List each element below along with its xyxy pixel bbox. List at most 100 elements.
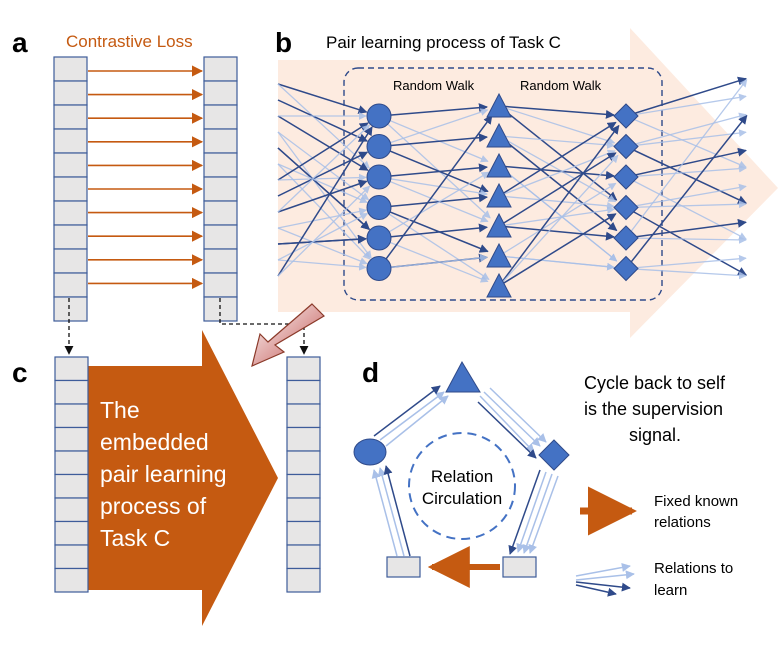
network-edge [277,173,367,182]
a-right-cell [203,224,238,250]
network-edge [498,213,617,287]
network-edge [277,131,372,259]
network-edge [625,147,747,178]
panel-c-arrow-text-3: pair learning [100,461,227,487]
cycle-edge [385,395,449,447]
network-edge [625,115,747,169]
network-edge [378,115,491,219]
diamond-node [613,164,639,190]
network-edge [378,176,488,197]
panel-c-arrow-text-2: embedded [100,429,209,455]
network-edge [378,206,490,280]
network-edge [625,114,748,269]
a-left-cell [53,248,88,274]
network-edge [277,122,369,181]
network-edge [625,76,747,117]
diamond-node [613,133,639,160]
diamond-node [613,194,639,221]
cycle-edge [508,469,541,555]
panel-a-left-column [53,56,88,322]
panel-b: b Pair learning process of Task C Random… [275,27,778,338]
network-edge [498,225,615,241]
a-left-cell [53,56,88,82]
c-right-cell [286,403,321,429]
panel-b-dashed-box [343,67,663,301]
panel-c-left-column [54,356,89,593]
triangle-node [486,272,512,298]
caption-line-2: is the supervision [584,399,723,419]
c-left-cell [54,544,89,570]
panel-a-letter: a [12,27,28,58]
relation-circulation-circle [408,432,516,540]
network-edge [498,195,615,210]
cycle-edge [379,391,445,441]
panel-c-right-column [286,356,321,593]
network-edge [625,267,747,280]
c-left-cell [54,379,89,405]
c-left-cell [54,403,89,429]
network-edge [277,126,373,277]
network-edge [378,133,488,148]
panel-b-big-arrow [278,28,778,338]
c-right-cell [286,356,321,382]
c-right-cell [286,450,321,476]
network-edge [378,114,493,269]
a-right-cell [203,272,238,298]
cycle-edge [522,473,553,554]
c-right-cell [286,544,321,570]
network-edge [625,183,747,209]
network-edge [498,165,618,262]
a-left-cell [53,104,88,130]
network-edge [378,176,489,223]
network-edge [498,105,616,145]
triangle-node [486,152,512,178]
network-edge [378,108,489,148]
network-edge [625,164,747,178]
network-edge [625,200,747,209]
network-edge [277,151,369,197]
random-walk-label-1: Random Walk [393,78,475,93]
a-left-cell [53,296,88,322]
circle-node [366,195,392,220]
panel-a: a Contrastive Loss [12,27,238,322]
network-edge [625,218,747,239]
panel-c-arrow-text-1: The [100,397,140,423]
network-edge [498,121,617,197]
triangle-node [486,242,512,268]
network-edge [625,78,748,239]
panel-d-edges [371,385,559,557]
panel-c: c The embedded pair learning process of … [12,330,321,626]
network-edge [498,165,615,180]
d-diamond-node [538,439,570,471]
circle-node [366,256,392,281]
panel-a-right-column [203,56,238,322]
center-label-2: Circulation [422,489,502,508]
cycle-edge [489,387,547,443]
network-edge [498,135,618,232]
network-edge [277,179,368,213]
a-right-cell [203,80,238,106]
panel-b-title: Pair learning process of Task C [326,33,561,52]
panel-b-letter: b [275,27,292,58]
network-edge [498,152,617,227]
legend-learn-line-1: Relations to [654,560,733,577]
network-edge [625,206,748,276]
d-box-node-left [386,556,421,578]
a-right-cell [203,128,238,154]
panel-d-letter: d [362,357,379,388]
network-edge [625,254,747,270]
d-box-node-right [502,556,537,578]
network-edge [378,223,488,239]
triangle-node [486,92,512,118]
network-edge [277,147,370,230]
triangle-node [486,122,512,148]
c-left-cell [54,473,89,499]
random-walk-label-2: Random Walk [520,78,602,93]
panel-a-title: Contrastive Loss [66,32,193,51]
a-left-cell [53,152,88,178]
network-edge [498,135,617,203]
cycle-edge [483,391,541,447]
c-left-cell [54,426,89,452]
network-edge [498,105,618,201]
